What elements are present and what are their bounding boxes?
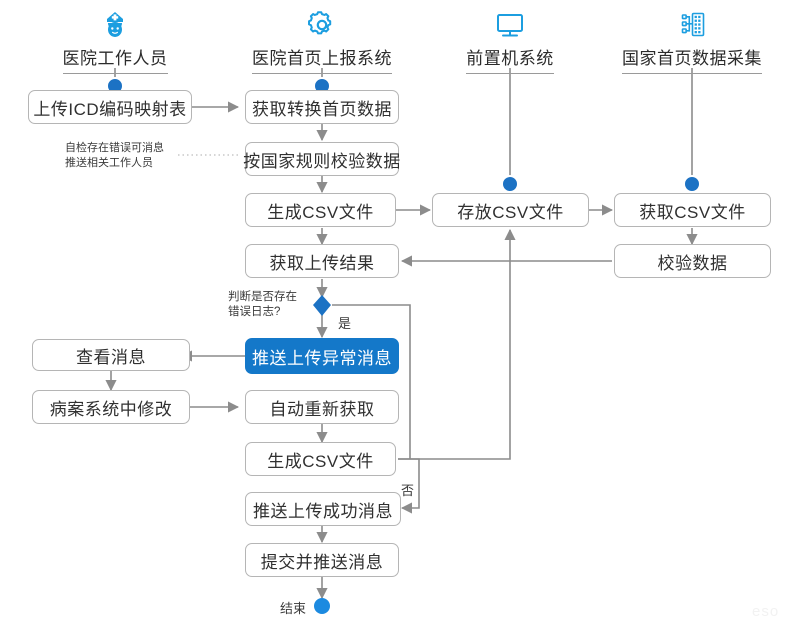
note-selfcheck-line1: 自检存在错误可消息	[65, 142, 164, 154]
lane-header-system: 医院首页上报系统	[232, 6, 412, 74]
monitor-icon	[440, 6, 580, 44]
start-dots	[106, 77, 701, 193]
node-view-message[interactable]: 查看消息	[32, 339, 190, 371]
lane-title-system: 医院首页上报系统	[252, 44, 392, 74]
node-get-csv[interactable]: 获取CSV文件	[614, 193, 771, 227]
node-get-result[interactable]: 获取上传结果	[245, 244, 399, 278]
node-make-csv-2[interactable]: 生成CSV文件	[245, 442, 396, 476]
gear-icon	[232, 6, 412, 44]
decision-question-line1: 判断是否存在	[228, 291, 297, 303]
lane-title-frontend: 前置机系统	[466, 44, 554, 74]
lane-header-national: 国家首页数据采集	[602, 6, 782, 74]
node-upload-icd[interactable]: 上传ICD编码映射表	[28, 90, 192, 124]
node-make-csv-1[interactable]: 生成CSV文件	[245, 193, 396, 227]
note-selfcheck-line2: 推送相关工作人员	[65, 157, 153, 169]
node-fetch-convert[interactable]: 获取转换首页数据	[245, 90, 399, 124]
node-store-csv[interactable]: 存放CSV文件	[432, 193, 589, 227]
decision-question: 判断是否存在 错误日志?	[228, 290, 297, 320]
node-push-error[interactable]: 推送上传异常消息	[245, 338, 399, 374]
edge-label-no: 否	[401, 483, 415, 498]
decision-question-line2: 错误日志?	[228, 306, 281, 318]
nurse-icon	[40, 6, 190, 44]
server-network-icon	[602, 6, 782, 44]
node-submit-push[interactable]: 提交并推送消息	[245, 543, 399, 577]
node-auto-refetch[interactable]: 自动重新获取	[245, 390, 399, 424]
note-selfcheck: 自检存在错误可消息 推送相关工作人员	[65, 141, 164, 171]
watermark: eso	[752, 603, 780, 620]
end-terminator-dot	[314, 598, 330, 614]
node-validate-rules[interactable]: 按国家规则校验数据	[243, 142, 400, 176]
decision-diamond	[313, 295, 331, 316]
node-fix-in-emr[interactable]: 病案系统中修改	[32, 390, 190, 424]
node-verify-data[interactable]: 校验数据	[614, 244, 771, 278]
lane-header-staff: 医院工作人员	[40, 6, 190, 74]
lane-title-staff: 医院工作人员	[62, 44, 168, 74]
end-terminator-label: 结束	[280, 601, 307, 616]
lane-title-national: 国家首页数据采集	[622, 44, 762, 74]
edge-label-yes: 是	[338, 316, 352, 331]
lane-header-frontend: 前置机系统	[440, 6, 580, 74]
node-push-success[interactable]: 推送上传成功消息	[245, 492, 401, 526]
